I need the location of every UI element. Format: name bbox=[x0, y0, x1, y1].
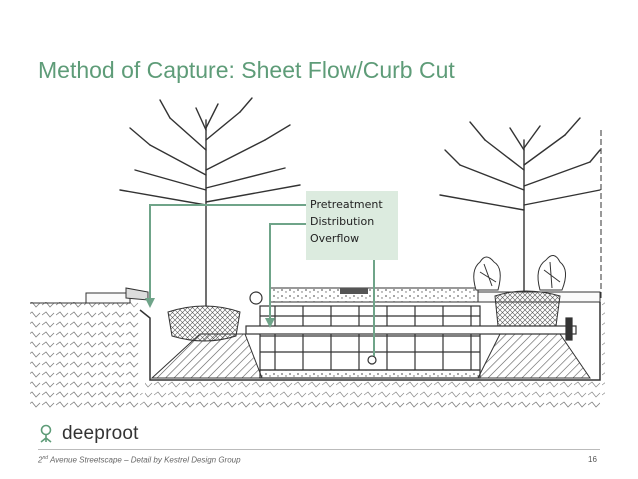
footer-ordinal: 2 bbox=[38, 455, 43, 465]
callout-item-distribution: Distribution bbox=[310, 215, 375, 228]
slide-title: Method of Capture: Sheet Flow/Curb Cut bbox=[38, 57, 455, 83]
callout-item-overflow: Overflow bbox=[310, 232, 360, 245]
footer-ordinal-suffix: nd bbox=[42, 455, 49, 461]
deeproot-logo: deeproot bbox=[36, 423, 139, 445]
footer-credit: 2nd Avenue Streetscape – Detail by Kestr… bbox=[38, 455, 241, 465]
tree-right bbox=[439, 117, 601, 293]
logo-wordmark: deeproot bbox=[62, 423, 139, 444]
distribution-pipe bbox=[245, 291, 577, 365]
leader-arrowheads bbox=[145, 298, 275, 328]
callout-item-pretreatment: Pretreatment bbox=[310, 198, 383, 211]
soil-cell-modules bbox=[259, 305, 481, 379]
shrubs bbox=[473, 255, 566, 291]
tree-left bbox=[119, 97, 301, 307]
tree-roots-icon bbox=[40, 424, 52, 443]
page-number: 16 bbox=[588, 455, 597, 464]
footer-divider bbox=[38, 449, 600, 450]
bioretention-soil-right bbox=[477, 333, 591, 379]
footer-credit-text: Avenue Streetscape – Detail by Kestrel D… bbox=[48, 455, 241, 465]
root-ball-left bbox=[167, 305, 241, 342]
bioretention-soil-left bbox=[150, 333, 263, 379]
root-ball-right bbox=[494, 290, 561, 331]
native-soil bbox=[30, 300, 605, 410]
method-callout-box: Pretreatment Distribution Overflow bbox=[306, 191, 398, 260]
excavation-outline bbox=[139, 302, 601, 381]
